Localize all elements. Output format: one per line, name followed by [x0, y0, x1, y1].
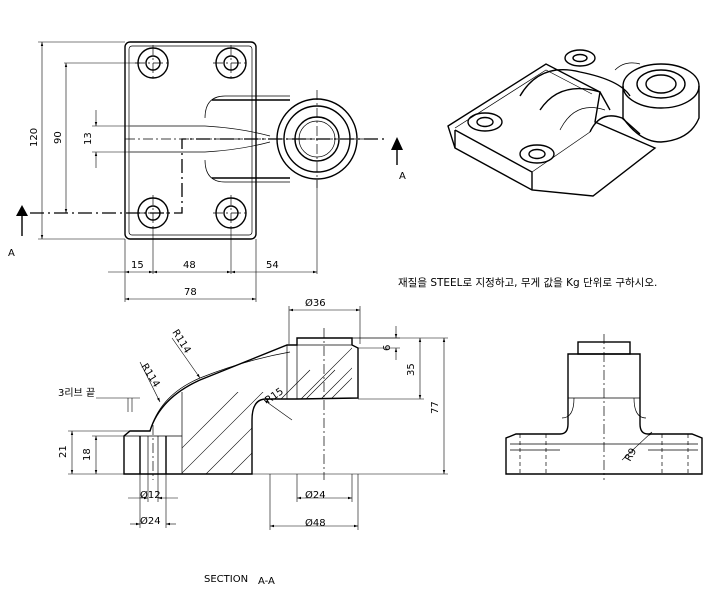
svg-text:21: 21	[58, 445, 69, 458]
section-mark-left: A	[8, 248, 15, 259]
svg-text:R15: R15	[263, 386, 285, 406]
svg-text:78: 78	[184, 287, 197, 298]
dim-35: 35	[358, 338, 424, 400]
svg-text:Ø24: Ø24	[305, 489, 326, 501]
section-title-sub: A-A	[258, 576, 275, 587]
svg-text:77: 77	[430, 401, 441, 414]
dim-13: 13	[83, 110, 130, 168]
dim-r15: R15	[263, 386, 293, 421]
dim-78: 78	[124, 287, 256, 301]
front-view: A A 120 90 13	[8, 41, 406, 302]
section-mark-right: A	[399, 171, 406, 182]
svg-text:35: 35	[406, 363, 417, 376]
dim-120: 120	[29, 41, 125, 240]
section-title: SECTION	[204, 574, 248, 585]
dim-77: 77	[252, 337, 448, 475]
section-outline	[123, 337, 359, 475]
section-hatching	[182, 345, 352, 474]
isometric-view	[447, 49, 700, 197]
dim-rib-end: 3리브 끝	[58, 387, 140, 412]
dim-r9: R9	[621, 431, 653, 464]
svg-text:R114: R114	[138, 362, 161, 390]
dim-15-48-54: 15 48 54	[108, 180, 318, 302]
svg-text:Ø36: Ø36	[305, 297, 326, 309]
svg-text:15: 15	[131, 260, 144, 271]
svg-text:Ø12: Ø12	[140, 489, 161, 501]
svg-text:54: 54	[266, 260, 279, 271]
svg-text:Ø24: Ø24	[140, 515, 161, 527]
section-view: Ø36 6 35 77 R114 R114	[58, 297, 448, 587]
section-cut-line	[30, 138, 385, 214]
svg-text:48: 48	[183, 260, 196, 271]
section-arrow-left: A	[8, 205, 28, 259]
section-arrow-right: A	[391, 137, 406, 182]
svg-text:R9: R9	[623, 446, 639, 463]
dim-d36: Ø36	[288, 297, 361, 344]
dim-6: 6	[352, 326, 400, 360]
dim-90: 90	[53, 62, 140, 213]
material-note: 재질을 STEEL로 지정하고, 무게 값을 Kg 단위로 구하시오.	[398, 276, 657, 289]
svg-text:R114: R114	[169, 328, 192, 356]
base-plate-outline	[124, 41, 257, 240]
svg-text:13: 13	[83, 132, 94, 145]
dim-d24-left: Ø24	[130, 474, 176, 528]
base-plate-inner-edge	[128, 45, 253, 236]
svg-text:Ø48: Ø48	[305, 517, 326, 529]
dim-21: 21	[58, 430, 130, 475]
dim-d48: Ø48	[269, 474, 359, 530]
svg-text:120: 120	[29, 128, 40, 147]
mounting-holes	[135, 45, 249, 231]
svg-text:90: 90	[53, 131, 64, 144]
dim-r114-lower: R114	[138, 362, 162, 403]
dim-18: 18	[82, 435, 124, 474]
svg-text:18: 18	[82, 448, 93, 461]
svg-text:6: 6	[382, 345, 393, 351]
dim-d24-right: Ø24	[296, 474, 353, 502]
dim-d12: Ø12	[128, 474, 178, 502]
svg-text:3리브 끝: 3리브 끝	[58, 387, 95, 399]
side-view: R9	[505, 334, 703, 480]
dim-r114-upper: R114	[169, 328, 201, 379]
